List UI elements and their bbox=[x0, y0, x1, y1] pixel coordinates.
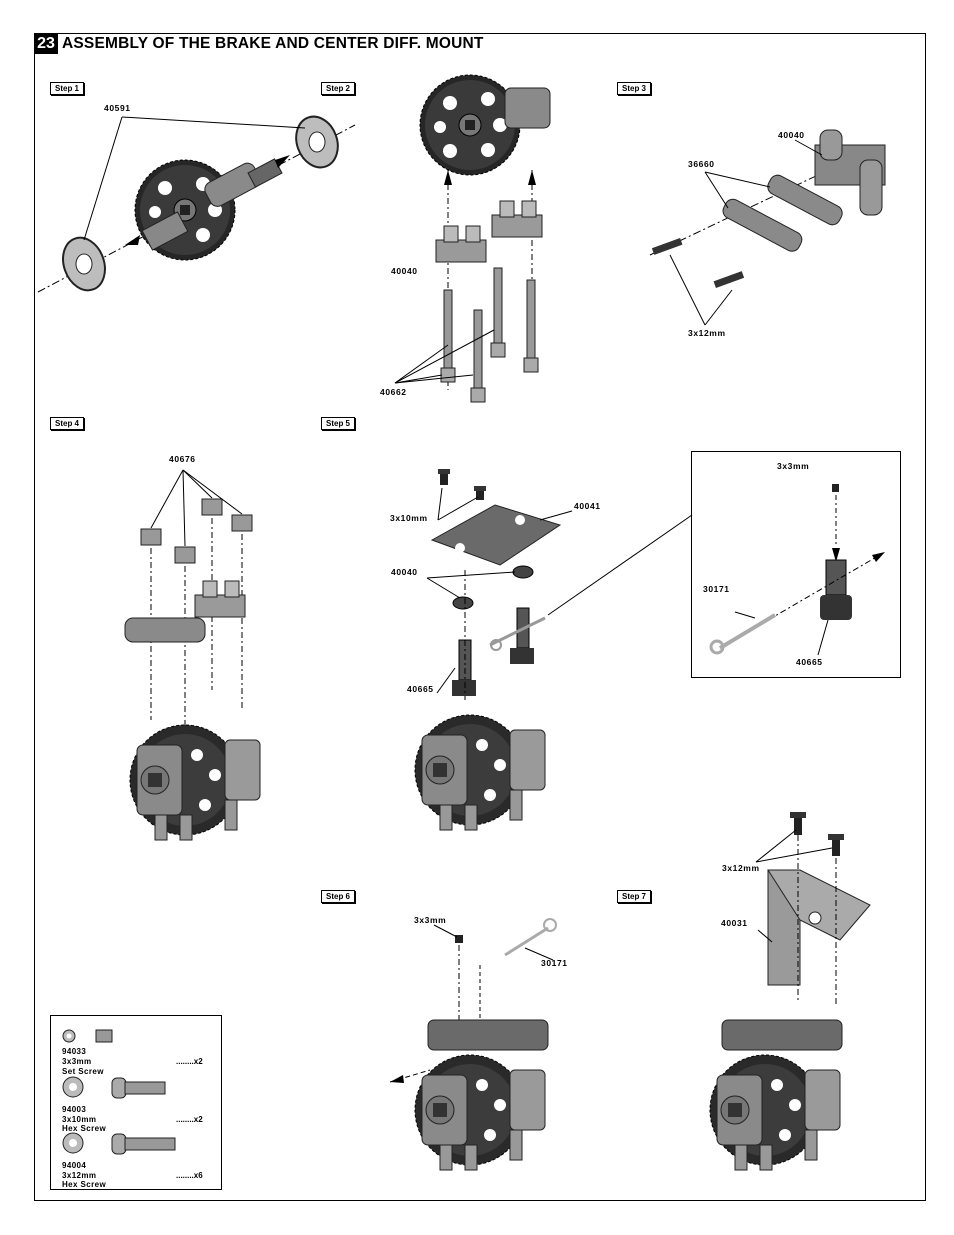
hardware-size: 3x10mm bbox=[62, 1115, 97, 1124]
part-label: 3x10mm bbox=[390, 513, 428, 523]
step-5-label: Step 5 bbox=[321, 417, 356, 430]
hardware-qty: ........x2 bbox=[176, 1115, 203, 1124]
hardware-qty: ........x2 bbox=[176, 1057, 203, 1066]
step-1-label: Step 1 bbox=[50, 82, 85, 95]
hardware-box bbox=[50, 1015, 222, 1190]
part-label: 40040 bbox=[391, 567, 418, 577]
part-label: 3x12mm bbox=[722, 863, 760, 873]
part-label: 40040 bbox=[391, 266, 418, 276]
part-label: 40040 bbox=[778, 130, 805, 140]
part-label: 30171 bbox=[541, 958, 568, 968]
hardware-qty: ........x6 bbox=[176, 1171, 203, 1180]
section-title: ASSEMBLY OF THE BRAKE AND CENTER DIFF. M… bbox=[62, 35, 484, 52]
part-label: 30171 bbox=[703, 584, 730, 594]
part-label: 40591 bbox=[104, 103, 131, 113]
detail-inset bbox=[691, 451, 901, 678]
step-6-label: Step 6 bbox=[321, 890, 356, 903]
part-label: 40665 bbox=[407, 684, 434, 694]
hardware-name: Hex Screw bbox=[62, 1180, 107, 1189]
hardware-size: 3x3mm bbox=[62, 1057, 92, 1066]
part-label: 40662 bbox=[380, 387, 407, 397]
hardware-size: 3x12mm bbox=[62, 1171, 97, 1180]
part-label: 40676 bbox=[169, 454, 196, 464]
part-label: 36660 bbox=[688, 159, 715, 169]
step-7-label: Step 7 bbox=[617, 890, 652, 903]
hardware-code: 94004 bbox=[62, 1161, 87, 1170]
hardware-name: Set Screw bbox=[62, 1067, 104, 1076]
part-label: 3x3mm bbox=[777, 461, 810, 471]
hardware-code: 94003 bbox=[62, 1105, 87, 1114]
hardware-name: Hex Screw bbox=[62, 1124, 107, 1133]
section-frame bbox=[34, 33, 926, 1201]
part-label: 40041 bbox=[574, 501, 601, 511]
step-3-label: Step 3 bbox=[617, 82, 652, 95]
part-label: 40665 bbox=[796, 657, 823, 667]
step-2-label: Step 2 bbox=[321, 82, 356, 95]
part-label: 3x3mm bbox=[414, 915, 447, 925]
part-label: 3x12mm bbox=[688, 328, 726, 338]
part-label: 40031 bbox=[721, 918, 748, 928]
section-number: 23 bbox=[34, 33, 58, 54]
step-4-label: Step 4 bbox=[50, 417, 85, 430]
hardware-code: 94033 bbox=[62, 1047, 87, 1056]
